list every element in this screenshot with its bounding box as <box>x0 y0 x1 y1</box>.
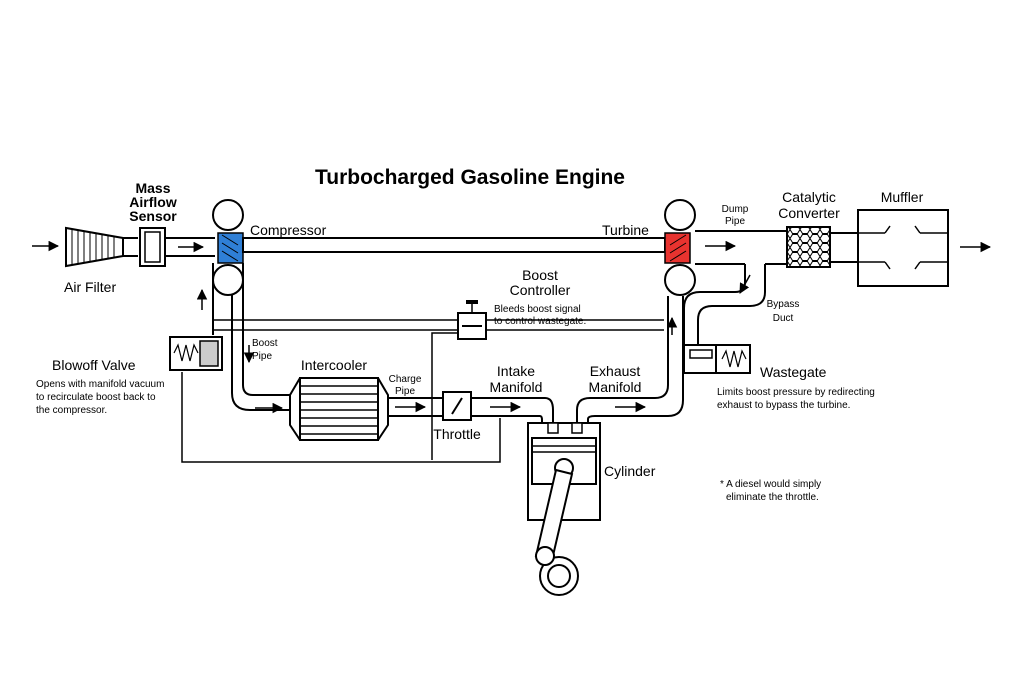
catalytic-converter <box>786 226 831 268</box>
blowoff-valve-label: Blowoff Valve <box>52 357 136 373</box>
diesel-note-line2: eliminate the throttle. <box>726 492 819 503</box>
dump-pipe-label-line2: Pipe <box>725 216 745 227</box>
mass-airflow-label-line1: Mass <box>135 180 170 196</box>
boost-controller-label-line2: Controller <box>510 282 571 298</box>
blowoff-note-line1: Opens with manifold vacuum <box>36 379 164 390</box>
boost-pipe-label-line2: Pipe <box>252 351 272 362</box>
intercooler <box>289 377 389 441</box>
catalytic-label-line1: Catalytic <box>782 189 836 205</box>
turbine <box>664 199 696 296</box>
turbo-shaft <box>242 237 666 253</box>
diesel-note-line1: * A diesel would simply <box>720 479 821 490</box>
mass-airflow-label-line3: Sensor <box>129 208 177 224</box>
catalytic-label-line2: Converter <box>778 205 840 221</box>
mass-airflow-label: Mass Airflow Sensor <box>129 180 177 224</box>
dump-pipe-label-line1: Dump <box>722 204 749 215</box>
muffler-label: Muffler <box>881 189 924 205</box>
blowoff-note-line3: the compressor. <box>36 405 107 416</box>
boost-pipe <box>242 263 290 396</box>
intake-manifold-label-line1: Intake <box>497 363 535 379</box>
muffler <box>857 209 949 287</box>
blowoff-valve <box>169 336 223 371</box>
mass-airflow-label-line2: Airflow <box>129 194 177 210</box>
wastegate-label: Wastegate <box>760 364 827 380</box>
turbine-label: Turbine <box>602 222 649 238</box>
charge-pipe-label-line1: Charge <box>389 374 422 385</box>
wastegate-note-line1: Limits boost pressure by redirecting <box>717 387 875 398</box>
diagram-title: Turbocharged Gasoline Engine <box>315 166 625 189</box>
wastegate-note-line2: exhaust to bypass the turbine. <box>717 400 850 411</box>
air-filter <box>65 226 124 268</box>
boost-controller-note-line1: Bleeds boost signal <box>494 304 581 315</box>
intake-manifold-pipe <box>471 397 554 423</box>
throttle-body <box>442 391 472 421</box>
compressor <box>212 199 244 296</box>
boost-pipe-label-line1: Boost <box>252 338 278 349</box>
intake-manifold-label-line2: Manifold <box>490 379 543 395</box>
bypass-duct <box>697 264 766 345</box>
throttle-label: Throttle <box>433 426 481 442</box>
cylinder <box>527 422 601 596</box>
cylinder-label: Cylinder <box>604 463 656 479</box>
exhaust-manifold-pipe <box>576 296 669 423</box>
exhaust-manifold-label-line1: Exhaust <box>590 363 641 379</box>
mass-airflow-sensor <box>139 227 166 267</box>
exhaust-manifold-label-line2: Manifold <box>589 379 642 395</box>
air-filter-label: Air Filter <box>64 279 116 295</box>
charge-pipe-label-line2: Pipe <box>395 386 415 397</box>
bypass-duct-label-line1: Bypass <box>767 299 800 310</box>
intercooler-label: Intercooler <box>301 357 367 373</box>
boost-controller <box>457 300 487 340</box>
blowoff-note-line2: to recirculate boost back to <box>36 392 156 403</box>
wastegate <box>683 344 751 374</box>
compressor-label: Compressor <box>250 222 327 238</box>
boost-controller-note-line2: to control wastegate. <box>494 316 586 327</box>
bypass-duct-label-line2: Duct <box>773 313 794 324</box>
boost-controller-label-line1: Boost <box>522 267 558 283</box>
